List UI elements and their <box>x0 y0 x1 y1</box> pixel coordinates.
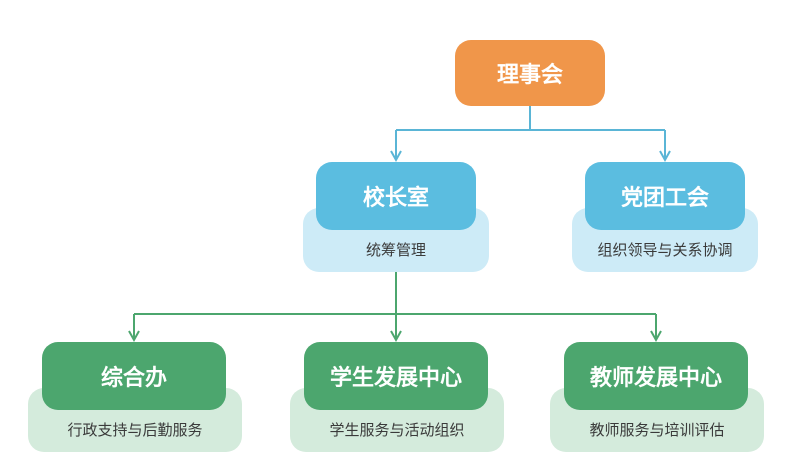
teacher-center-desc: 教师服务与培训评估 <box>589 421 725 439</box>
arrowhead-party-union <box>659 150 671 163</box>
arrowhead-general-office <box>128 330 140 343</box>
student-center-node: 学生发展中心 <box>304 342 488 410</box>
teacher-center-node: 教师发展中心 <box>564 342 748 410</box>
student-center-label: 学生发展中心 <box>329 366 462 391</box>
party-union-node: 党团工会 <box>585 162 745 230</box>
general-office-node: 综合办 <box>42 342 226 410</box>
board-node: 理事会 <box>455 40 605 106</box>
principal-office-label: 校长室 <box>362 186 429 211</box>
party-union-label: 党团工会 <box>620 186 709 211</box>
general-office-desc: 行政支持与后勤服务 <box>67 421 203 439</box>
party-union-desc: 组织领导与关系协调 <box>597 241 733 259</box>
principal-office-desc: 统筹管理 <box>365 241 426 259</box>
teacher-center-label: 教师发展中心 <box>589 366 722 391</box>
general-office-label: 综合办 <box>100 366 167 391</box>
board-label: 理事会 <box>496 63 563 88</box>
arrowhead-student-center <box>390 330 402 343</box>
arrowhead-teacher-center <box>650 330 662 343</box>
arrowhead-principal-office <box>390 150 402 163</box>
student-center-desc: 学生服务与活动组织 <box>329 421 465 439</box>
principal-office-node: 校长室 <box>316 162 476 230</box>
